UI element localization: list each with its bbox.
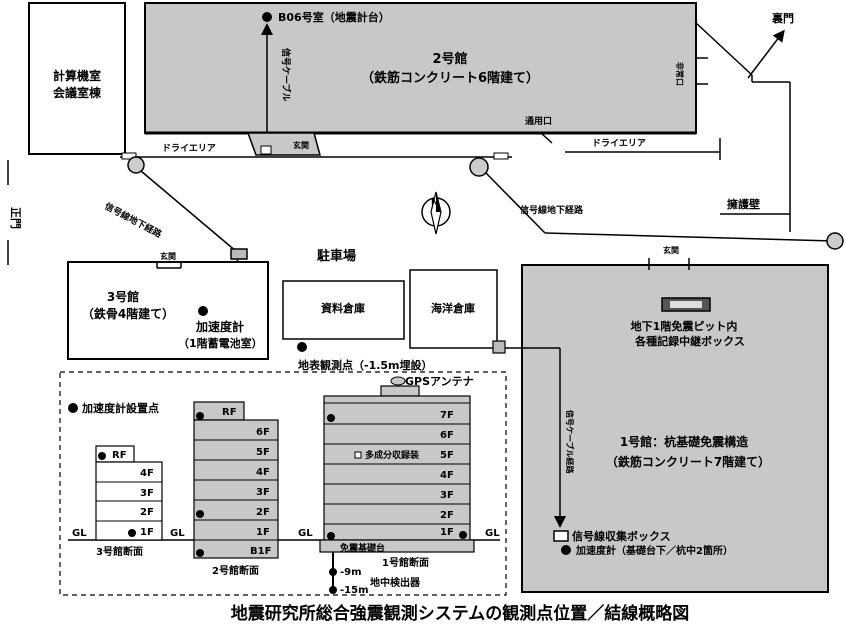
gl-label-3: GL [298,528,313,539]
building-1-structure: （鉄筋コンクリート7階建て） [606,454,770,469]
computer-building-line1: 計算機室 [53,68,101,83]
borehole-label: 地中検出器 [370,576,421,589]
manhole-middle [469,157,489,177]
site-wall-upper [694,21,753,76]
multi-recorder-label: 多成分収録装 [365,449,420,461]
b2-entrance-label: 玄関 [293,140,309,150]
diagram-title: 地震研究所総合強震観測システムの観測点位置／結線概略図 [231,603,690,624]
retaining-wall-label: 擁護壁 [727,197,760,211]
main-gate-label: 正門 [9,207,22,229]
sections-frame [59,371,507,596]
manhole-left [127,156,145,174]
base-label: 免震基礎台 [340,542,385,554]
sections-s1-floors-4: 3F [440,490,454,501]
sections-s3-floors-3: 2F [140,507,154,518]
section-b3-label: 3号館断面 [96,545,143,558]
building-3 [67,261,269,360]
sections-s3-floors-2: 3F [140,488,154,499]
computer-building [28,2,126,155]
svg-text:N: N [431,198,439,208]
sections-s2-floors-5: 2F [256,507,270,518]
relay-label-2: 各種記録中継ボックス [634,334,745,348]
building-3-name: 3号館 [107,289,139,304]
section-b2: RF 6F 5F 4F 3F 2F 1F B1F [193,401,279,559]
north-arrow-icon: N [421,191,451,235]
underground-route-right: 信号線地下経路 [520,204,584,216]
sections-s3-floors-1: 4F [140,468,154,479]
collector-label: 信号線収集ボックス [572,529,671,543]
building-2-name: 2号館 [432,51,467,67]
sections-s2-floors-6: 1F [256,527,270,538]
sections-s2-floors-7: B1F [250,546,271,557]
section-b3: RF 4F 3F 2F 1F [95,445,163,541]
sections-s2-floors-0: RF [222,407,237,418]
sections-s2-floors-1: 6F [256,427,270,438]
dry-area-right: ドライエリア [592,138,646,149]
building-2-structure: （鉄筋コンクリート6階建て） [361,70,539,86]
parking-label: 駐車場 [317,248,356,264]
section-b1-label: 1号館断面 [382,556,429,569]
building-2-room: B06号室（地震計台） [278,10,390,24]
sections-s1-floors-0: 7F [440,410,454,421]
computer-building-line2: 会議室棟 [53,85,102,100]
gps-label: GPSアンテナ [405,375,474,388]
b2-emergency-exit: 非常口 [675,62,685,86]
sections-s1-floors-1: 6F [440,430,454,441]
sections-s1-floors-2: 5F [440,450,454,461]
archive-warehouse [282,280,405,340]
sections-s1-floors-6: 1F [440,527,454,538]
relay-label-1: 地下1階免震ピット内 [631,319,738,333]
ocean-warehouse [409,269,498,349]
sections-s2-floors-4: 3F [256,487,270,498]
sections-s2-floors-2: 5F [256,447,270,458]
dry-area-left: ドライエリア [162,143,216,154]
building-2 [144,2,697,134]
b1-cable-label: 信号ケーブル経路 [565,410,575,475]
b3-sensor-label: 加速度計 [195,319,244,334]
surface-junction-box [492,340,506,354]
collector-box-icon [553,530,569,542]
b2-cable-label: 信号ケーブル [280,48,292,101]
surface-point-label: 地表観測点（-1.5m埋設） [298,358,433,372]
b3-entrance-label: 玄関 [160,251,176,261]
sections-s1-floors-3: 4F [440,470,454,481]
depth1-label: -9m [340,567,362,578]
archive-label: 資料倉庫 [321,301,365,315]
b3-sensor-dot [198,306,208,316]
b1-sensor-dot [561,545,571,555]
sections-s3-floors-4: 1F [140,527,154,538]
b1-sensor-label: 加速度計（基礎台下／杭中2箇所） [575,544,733,557]
manhole-right [826,232,844,250]
gl-label-4: GL [485,528,500,539]
surface-sensor-dot [297,342,307,352]
back-gate-label: 裏門 [771,11,794,25]
b2-side-door: 通用口 [525,115,552,127]
back-gate-arrow [747,29,785,79]
b06-sensor-dot [262,12,272,22]
sections-s2-floors-3: 4F [256,467,270,478]
depth2-label: -15m [340,585,369,596]
section-b2-label: 2号館断面 [212,564,259,577]
gl-label-2: GL [170,528,185,539]
legend-label: 加速度計設置点 [81,401,159,415]
building-3-structure: （鉄骨4階建て） [82,306,174,321]
b1-entrance-label: 玄関 [663,245,679,255]
b3-junction-box [230,248,248,260]
gl-label-1: GL [72,528,87,539]
ocean-label: 海洋倉庫 [431,301,475,315]
sections-s3-floors-0: RF [112,450,127,461]
underground-route-left: 信号線地下経路 [103,200,165,241]
legend-sensor-dot [68,403,78,413]
b3-sensor-location: （1階蓄電池室） [178,336,263,350]
building-1-name: 1号館：杭基礎免震構造 [620,434,749,449]
sections-s1-floors-5: 2F [440,510,454,521]
b2-entrance [246,132,321,156]
section-b1: 7F 6F 5F 4F 3F 2F 1F [319,376,475,594]
